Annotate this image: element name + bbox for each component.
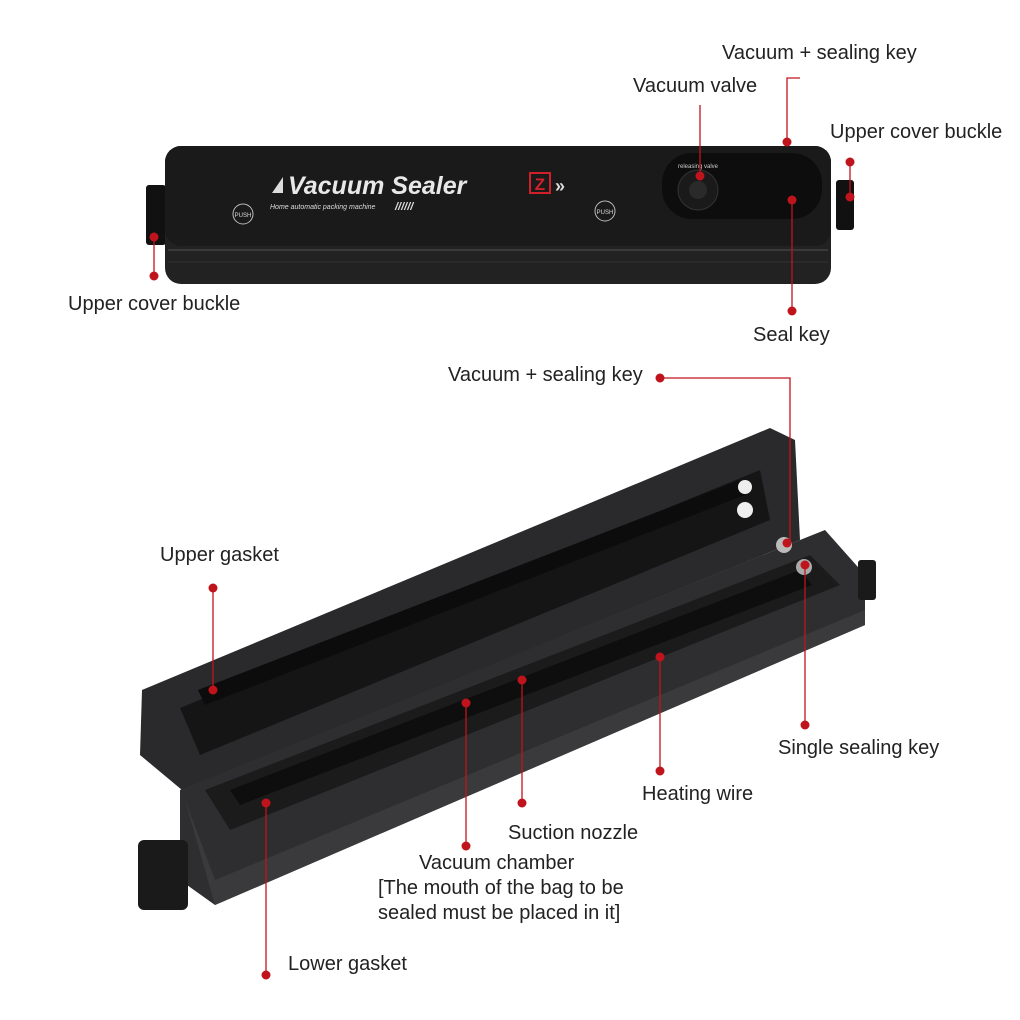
label-heating-wire: Heating wire — [642, 783, 754, 805]
push-label: PUSH — [235, 213, 252, 219]
label-single-sealing-key: Single sealing key — [778, 737, 940, 759]
label-lower-gasket: Lower gasket — [288, 953, 407, 975]
valve-label: releasing valve — [678, 164, 719, 170]
open-vacuum-sealer — [138, 428, 876, 910]
leader-lines — [153, 77, 851, 975]
closed-vacuum-sealer: PUSH PUSH Vacuum Sealer Z » Home automat… — [146, 146, 854, 284]
svg-text://////: ////// — [394, 201, 415, 213]
label-suction-nozzle: Suction nozzle — [508, 822, 639, 844]
label-upper-cover-buckle-left: Upper cover buckle — [68, 293, 241, 315]
label-seal-key: Seal key — [753, 324, 830, 346]
tagline: Home automatic packing machine — [270, 204, 376, 211]
leader-dots — [149, 137, 855, 980]
label-upper-gasket: Upper gasket — [160, 544, 279, 566]
label-vacuum-valve: Vacuum valve — [633, 75, 758, 97]
label-vacuum-sealing-key-bottom: Vacuum + sealing key — [448, 364, 643, 386]
brand-mark: Z — [535, 175, 545, 194]
label-vacuum-sealing-key-top: Vacuum + sealing key — [722, 42, 917, 64]
push-label: PUSH — [597, 210, 614, 216]
label-vacuum-chamber: Vacuum chamber — [419, 852, 575, 874]
label-vacuum-chamber-note-1: [The mouth of the bag to be — [378, 877, 624, 899]
brand-text: Vacuum Sealer — [288, 172, 468, 200]
label-vacuum-chamber-note-2: sealed must be placed in it] — [378, 902, 621, 924]
svg-text:»: » — [555, 176, 565, 196]
label-upper-cover-buckle-right: Upper cover buckle — [830, 121, 1003, 143]
